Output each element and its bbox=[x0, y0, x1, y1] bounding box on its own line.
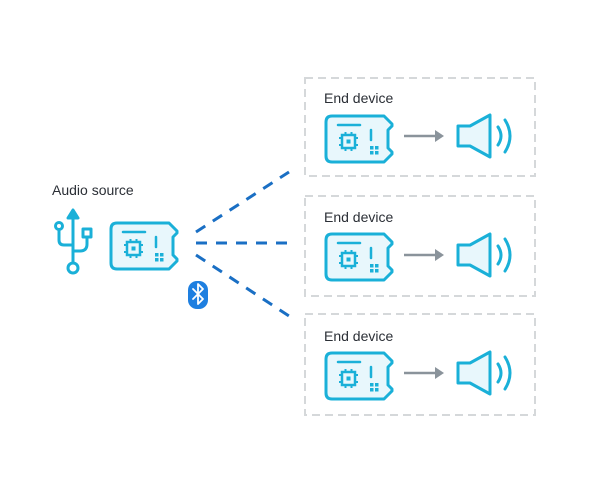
end-device-label: End device bbox=[324, 90, 393, 106]
end-device-box: End device bbox=[304, 313, 536, 416]
end-device-frame bbox=[304, 313, 536, 416]
usb-icon bbox=[54, 208, 93, 275]
end-device-box: End device bbox=[304, 195, 536, 297]
link-line-bottom bbox=[195, 253, 290, 318]
audio-source: Audio source bbox=[52, 182, 208, 309]
arrow-right-icon bbox=[402, 128, 446, 144]
end-device-frame bbox=[304, 77, 536, 177]
arrow-right-icon bbox=[402, 365, 446, 381]
end-device-box: End device bbox=[304, 77, 536, 177]
dev-board-icon bbox=[109, 221, 179, 271]
speaker-icon bbox=[456, 232, 512, 278]
bluetooth-icon bbox=[188, 281, 208, 309]
speaker-icon bbox=[456, 113, 512, 159]
arrow-right-icon bbox=[402, 247, 446, 263]
link-line-top bbox=[195, 170, 290, 234]
wireless-links bbox=[195, 170, 290, 318]
dev-board-icon bbox=[324, 351, 394, 401]
dev-board-icon bbox=[324, 232, 394, 282]
end-device-label: End device bbox=[324, 209, 393, 225]
speaker-icon bbox=[456, 350, 512, 396]
audio-source-label: Audio source bbox=[52, 182, 134, 198]
dev-board-icon bbox=[324, 114, 394, 164]
end-device-frame bbox=[304, 195, 536, 297]
end-device-label: End device bbox=[324, 328, 393, 344]
